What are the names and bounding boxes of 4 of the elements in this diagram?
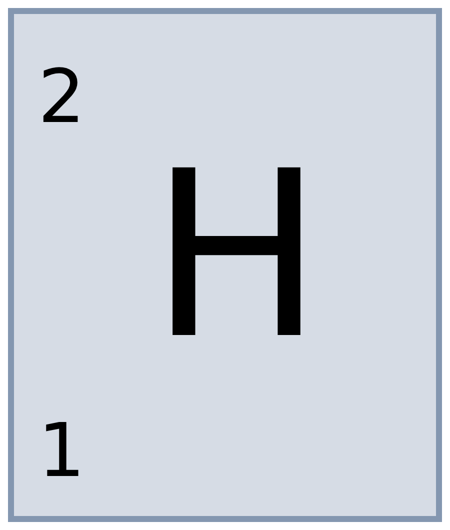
element-symbol: H [150,142,323,372]
mass-number: 2 [38,60,86,134]
atomic-number: 1 [38,414,86,488]
element-tile [8,8,442,522]
